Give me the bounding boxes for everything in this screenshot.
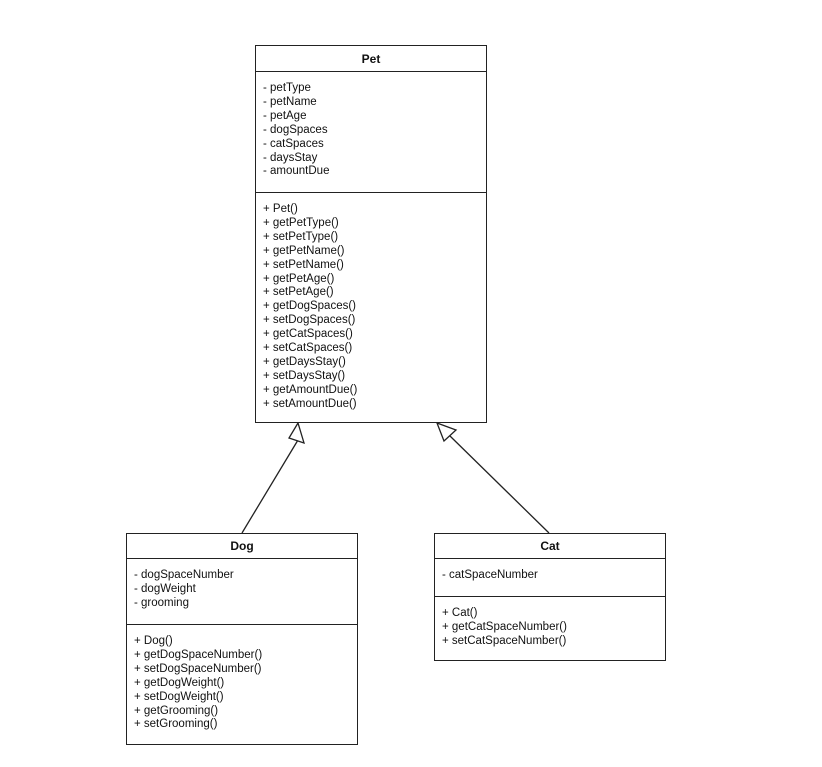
pet-method: + getCatSpaces() (263, 328, 353, 341)
cat-method: + getCatSpaceNumber() (442, 620, 567, 633)
pet-methods: + Pet()+ getPetType()+ setPetType()+ get… (256, 192, 486, 418)
pet-method: + getPetName() (263, 244, 345, 257)
cat-class-name: Cat (435, 534, 665, 559)
pet-attribute: - dogSpaces (263, 123, 328, 136)
dog-method: + setDogSpaceNumber() (134, 662, 262, 675)
cat-inheritance-arrowhead (435, 421, 458, 443)
pet-method: + getPetType() (263, 216, 339, 229)
dog-method: + setDogWeight() (134, 690, 224, 703)
cat-attributes: - catSpaceNumber (435, 559, 665, 596)
dog-attribute: - grooming (134, 596, 189, 609)
cat-methods: + Cat()+ getCatSpaceNumber()+ setCatSpac… (435, 596, 665, 655)
pet-attribute: - daysStay (263, 151, 318, 164)
pet-method: + setPetType() (263, 230, 339, 243)
pet-method: + setDaysStay() (263, 369, 346, 382)
pet-class-box: Pet - petType- petName- petAge- dogSpace… (255, 45, 487, 423)
dog-attributes: - dogSpaceNumber- dogWeight- grooming (127, 559, 357, 624)
pet-method: + Pet() (263, 203, 298, 215)
pet-method: + setPetAge() (263, 286, 334, 299)
pet-attribute: - petAge (263, 109, 307, 122)
dog-method: + Dog() (134, 635, 173, 647)
dog-class-name: Dog (127, 534, 357, 559)
dog-method: + getGrooming() (134, 704, 219, 717)
pet-method: + getAmountDue() (263, 383, 358, 396)
pet-method: + setPetName() (263, 258, 344, 271)
pet-method: + getPetAge() (263, 272, 335, 285)
pet-method: + setCatSpaces() (263, 342, 353, 355)
dog-methods: + Dog()+ getDogSpaceNumber()+ setDogSpac… (127, 624, 357, 738)
cat-class-box: Cat - catSpaceNumber + Cat()+ getCatSpac… (434, 533, 666, 661)
dog-attribute: - dogSpaceNumber (134, 569, 234, 581)
dog-method: + setGrooming() (134, 718, 218, 731)
pet-attributes: - petType- petName- petAge- dogSpaces- c… (256, 72, 486, 192)
cat-inheritance-line (449, 435, 550, 534)
dog-class-box: Dog - dogSpaceNumber- dogWeight- groomin… (126, 533, 358, 745)
pet-attribute: - petName (263, 95, 317, 108)
dog-method: + getDogSpaceNumber() (134, 648, 263, 661)
pet-method: + setDogSpaces() (263, 314, 356, 327)
dog-inheritance-arrowhead (288, 421, 305, 445)
pet-method: + setAmountDue() (263, 397, 357, 410)
pet-method: + getDogSpaces() (263, 300, 357, 313)
dog-inheritance-line (241, 439, 299, 534)
cat-method: + setCatSpaceNumber() (442, 634, 567, 647)
pet-class-name: Pet (256, 46, 486, 72)
dog-attribute: - dogWeight (134, 582, 196, 595)
cat-method: + Cat() (442, 607, 478, 619)
pet-attribute: - catSpaces (263, 137, 324, 150)
pet-attribute: - petType (263, 82, 311, 94)
pet-method: + getDaysStay() (263, 355, 346, 368)
cat-attribute: - catSpaceNumber (442, 569, 538, 581)
dog-method: + getDogWeight() (134, 676, 225, 689)
pet-attribute: - amountDue (263, 165, 330, 178)
